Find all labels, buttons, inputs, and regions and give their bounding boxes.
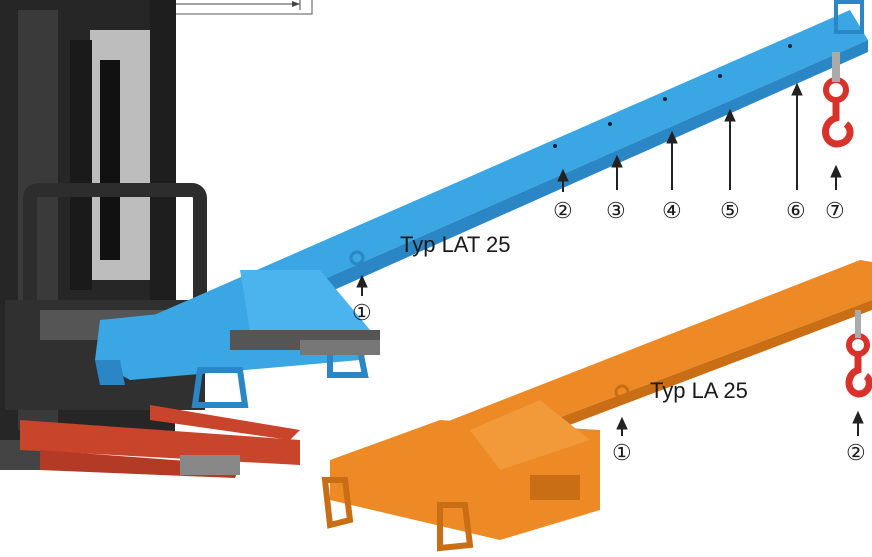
lat25-boom <box>95 0 868 408</box>
forklift <box>0 0 300 478</box>
la25-boom <box>321 260 872 552</box>
la25-position-1: ① <box>612 440 632 465</box>
la25-position-2: ② <box>846 440 866 465</box>
lat25-position-7: ⑦ <box>825 198 845 223</box>
type-label-lat25: Typ LAT 25 <box>400 232 511 257</box>
la25-arrows <box>616 410 864 436</box>
lat25-position-5: ⑤ <box>720 198 740 223</box>
type-label-la25: Typ LA 25 <box>650 378 748 403</box>
lat25-arrows <box>356 82 842 296</box>
lat25-hook <box>822 52 854 148</box>
la25-hook <box>845 310 872 398</box>
lat25-position-6: ⑥ <box>786 198 806 223</box>
lat25-position-3: ③ <box>606 198 626 223</box>
lat25-position-2: ② <box>553 198 573 223</box>
lat25-position-4: ④ <box>662 198 682 223</box>
lat25-position-1: ① <box>352 300 372 325</box>
